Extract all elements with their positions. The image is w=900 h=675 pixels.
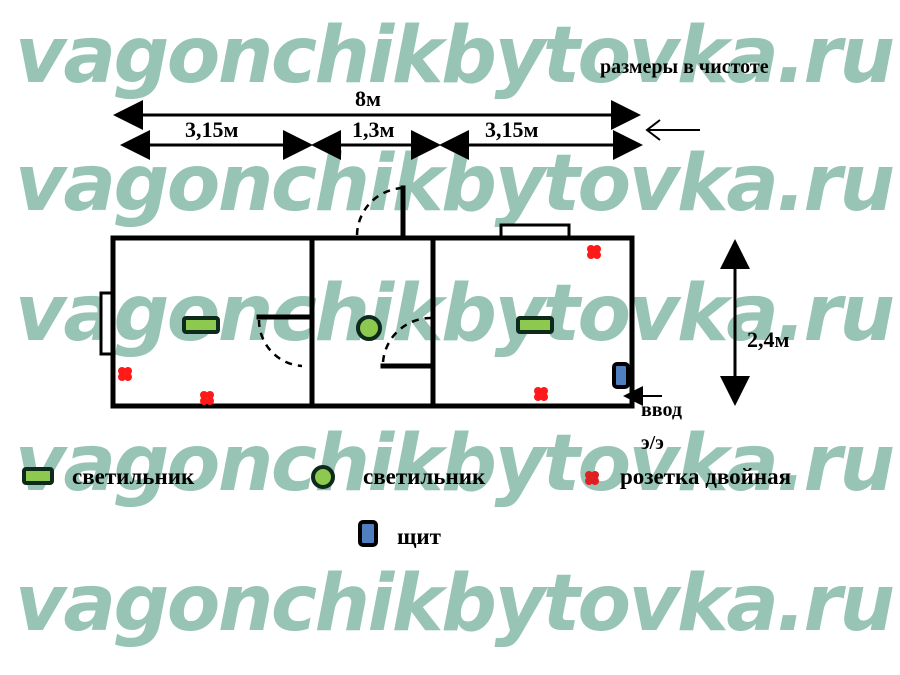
watermark: vagonchikbytovka.ru vagonchikbytovka.ru … — [15, 11, 895, 649]
round-lamp-icon — [356, 315, 382, 341]
total-length-label: 8м — [355, 86, 381, 111]
dimensions: 8м 3,15м 1,3м 3,15м 2,4м — [113, 86, 790, 406]
legend-label: светильник — [363, 464, 486, 489]
left-room-label: 3,15м — [185, 117, 239, 142]
watermark-text: vagonchikbytovka.ru — [15, 11, 895, 101]
rect-lamp-icon — [182, 316, 220, 334]
legend-label: щит — [397, 524, 442, 549]
watermark-text: vagonchikbytovka.ru — [15, 419, 895, 509]
legend-socket-icon — [585, 471, 599, 485]
legend-panel-icon — [358, 520, 378, 547]
socket-icon — [534, 387, 548, 401]
plan: ввод э/э — [99, 185, 682, 454]
legend-label: розетка двойная — [620, 464, 791, 489]
legend: светильник светильник розетка двойная щи… — [22, 464, 791, 549]
middle-room-label: 1,3м — [352, 117, 395, 142]
socket-icon — [587, 245, 601, 259]
input-label-2: э/э — [641, 432, 664, 454]
legend-label: светильник — [72, 464, 195, 489]
watermark-text: vagonchikbytovka.ru — [15, 559, 895, 649]
legend-rect-lamp-icon — [22, 467, 54, 485]
rect-lamp-icon — [516, 316, 554, 334]
sockets — [118, 245, 601, 405]
socket-icon — [200, 391, 214, 405]
right-room-label: 3,15м — [485, 117, 539, 142]
input-label-1: ввод — [641, 399, 682, 421]
note-label: размеры в чистоте — [600, 56, 769, 78]
watermark-text: vagonchikbytovka.ru — [15, 139, 895, 229]
panel-icon — [612, 362, 630, 389]
legend-round-lamp-icon — [311, 465, 335, 489]
outer-walls — [110, 235, 635, 409]
width-label: 2,4м — [747, 327, 790, 352]
socket-icon — [118, 367, 132, 381]
